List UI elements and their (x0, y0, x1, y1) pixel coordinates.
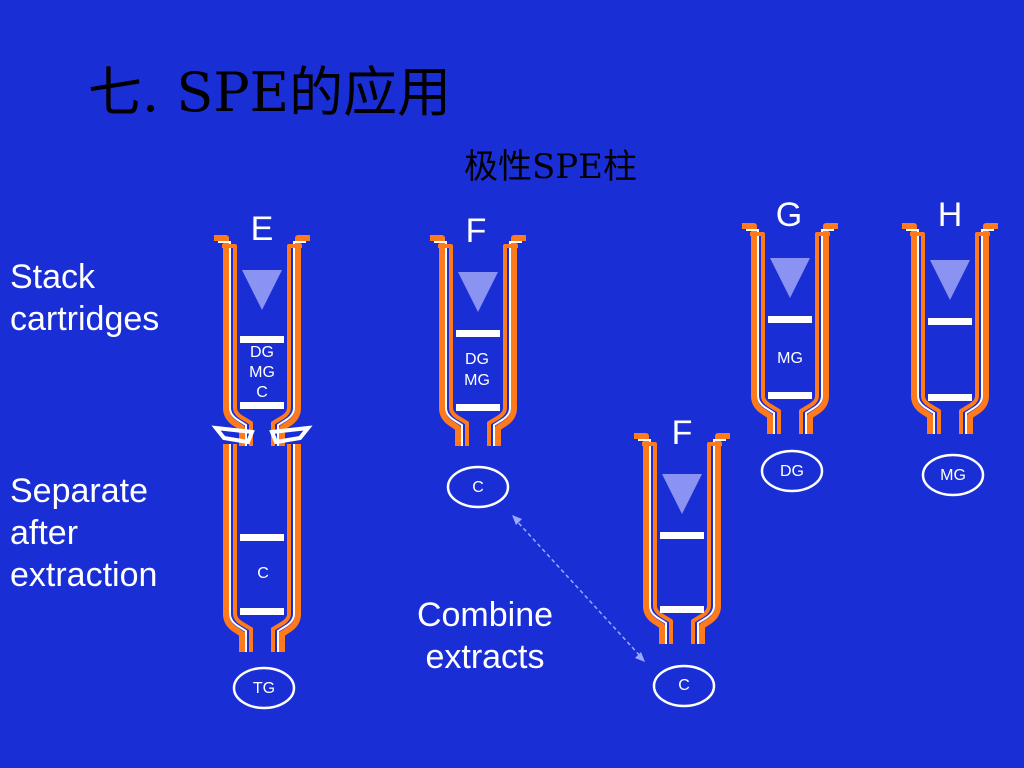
eluate-c2-label: C (678, 677, 690, 694)
separate-label: Separate after extraction (10, 470, 157, 596)
slide-title: 七. SPE的应用 (88, 61, 452, 124)
slide-subtitle: 极性SPE柱 (464, 147, 637, 187)
frit-bottom (240, 402, 284, 409)
cartridge-e-upper (214, 238, 310, 446)
cartridge-e-lower (223, 444, 301, 652)
separate-label-line-3: extraction (10, 556, 158, 594)
combine-label-line-2: extracts (425, 638, 545, 676)
eluate-vial-mg (921, 453, 985, 497)
cartridge-f2-letter: F (672, 414, 693, 452)
funnel-arrow-icon (662, 474, 702, 514)
eluate-dg-label: DG (780, 463, 804, 480)
cartridge-f1-bed-1: DG (465, 351, 489, 368)
cartridge-f1-bed-2: MG (464, 372, 490, 389)
funnel-arrow-icon (458, 272, 498, 312)
cartridge-g-letter: G (776, 196, 802, 234)
eluate-vial-c-2 (652, 664, 716, 708)
stack-adapter (211, 425, 313, 445)
eluate-mg-label: MG (940, 467, 966, 484)
separate-label-line-1: Separate (10, 472, 148, 510)
eluate-tg-label: TG (253, 680, 275, 697)
stack-label-line-2: cartridges (10, 300, 160, 338)
eluate-vial-c-1 (446, 465, 510, 509)
cartridge-h-letter: H (938, 196, 963, 234)
stack-label-line-1: Stack (10, 258, 96, 296)
funnel-arrow-icon (242, 270, 282, 310)
funnel-arrow-icon (770, 258, 810, 298)
cartridge-e-bed-2: MG (249, 364, 275, 381)
cartridge-e-lower-bed: C (257, 565, 269, 582)
combine-label-line-1: Combine (416, 596, 554, 634)
eluate-vial-dg (760, 449, 824, 493)
frit-top (240, 336, 284, 343)
combine-extracts-label: Combine extracts (394, 594, 576, 678)
cartridge-g-bed-1: MG (777, 350, 803, 367)
eluate-c1-label: C (472, 479, 484, 496)
cartridge-e-bed-3: C (256, 384, 268, 401)
cartridge-f1-letter: F (466, 212, 487, 250)
cartridge-e-letter: E (251, 210, 274, 248)
cartridge-g (742, 226, 838, 434)
cartridge-e-bed-1: DG (250, 344, 274, 361)
separate-label-line-2: after (10, 514, 79, 552)
stack-cartridges-label: Stack cartridges (10, 256, 159, 340)
funnel-arrow-icon (930, 260, 970, 300)
cartridge-f1 (430, 238, 526, 446)
eluate-vial-tg (232, 666, 296, 710)
cartridge-f2 (634, 436, 730, 644)
cartridge-h (902, 226, 998, 434)
combine-arrow (512, 515, 645, 662)
